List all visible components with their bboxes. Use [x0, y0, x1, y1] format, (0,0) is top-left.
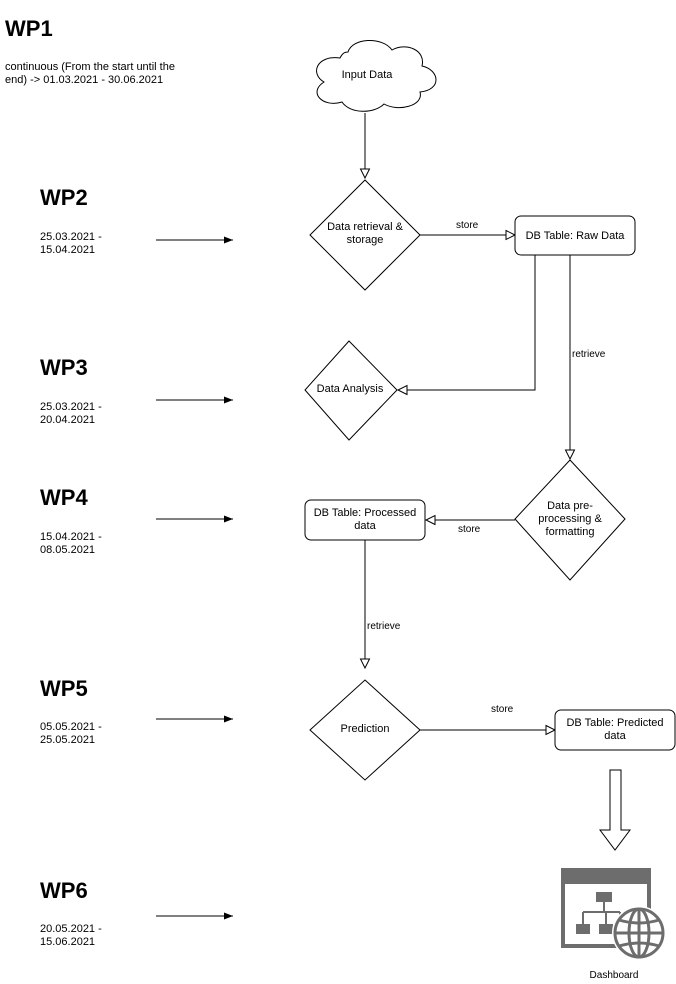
data-analysis-label: Data Analysis [316, 383, 384, 395]
edge-label-store-predicted: store [491, 704, 514, 715]
wp1-title: WP1 [5, 16, 53, 41]
wp4-title: WP4 [40, 485, 88, 510]
edge-label-store-raw: store [456, 220, 479, 231]
wp5-title: WP5 [40, 676, 88, 701]
dashboard-icon [561, 868, 666, 960]
wp3-dates: 25.03.2021 - 20.04.2021 [40, 401, 102, 426]
wp2-dates: 25.03.2021 - 15.04.2021 [40, 231, 102, 256]
raw-data-table-label: DB Table: Raw Data [525, 230, 625, 242]
prediction-label: Prediction [340, 723, 390, 735]
prediction-diamond [309, 679, 421, 781]
wp4-dates: 15.04.2021 - 08.05.2021 [40, 531, 102, 556]
preprocessing-label: Data pre-processing & formatting [538, 500, 602, 538]
edge-label-retrieve-raw: retrieve [572, 349, 606, 360]
wp2-title: WP2 [40, 185, 88, 210]
edge-label-retrieve-processed: retrieve [367, 621, 401, 632]
wp5-dates: 05.05.2021 - 25.05.2021 [40, 721, 102, 746]
hollow-down-arrow [599, 769, 631, 851]
input-data-label: Input Data [341, 69, 393, 81]
dashboard-label: Dashboard [589, 970, 639, 981]
edge-label-store-processed: store [458, 524, 481, 535]
wp6-dates: 20.05.2021 - 15.06.2021 [40, 923, 102, 948]
data-retrieval-diamond [309, 179, 421, 291]
wp6-title: WP6 [40, 878, 88, 903]
raw-data-table-box [514, 215, 636, 256]
predicted-data-table-label: DB Table: Predicted data [566, 717, 664, 742]
input-data-cloud [316, 40, 437, 112]
data-retrieval-label: Data retrieval & storage [327, 221, 403, 246]
wp1-dates: continuous (From the start until the end… [5, 61, 175, 86]
data-analysis-diamond [304, 340, 398, 441]
predicted-data-table-box [554, 709, 676, 751]
edge-raw-to-analysis [396, 255, 536, 396]
wp3-title: WP3 [40, 355, 88, 380]
preprocessing-diamond [514, 459, 626, 581]
processed-data-table-label: DB Table: Processed data [313, 507, 417, 532]
